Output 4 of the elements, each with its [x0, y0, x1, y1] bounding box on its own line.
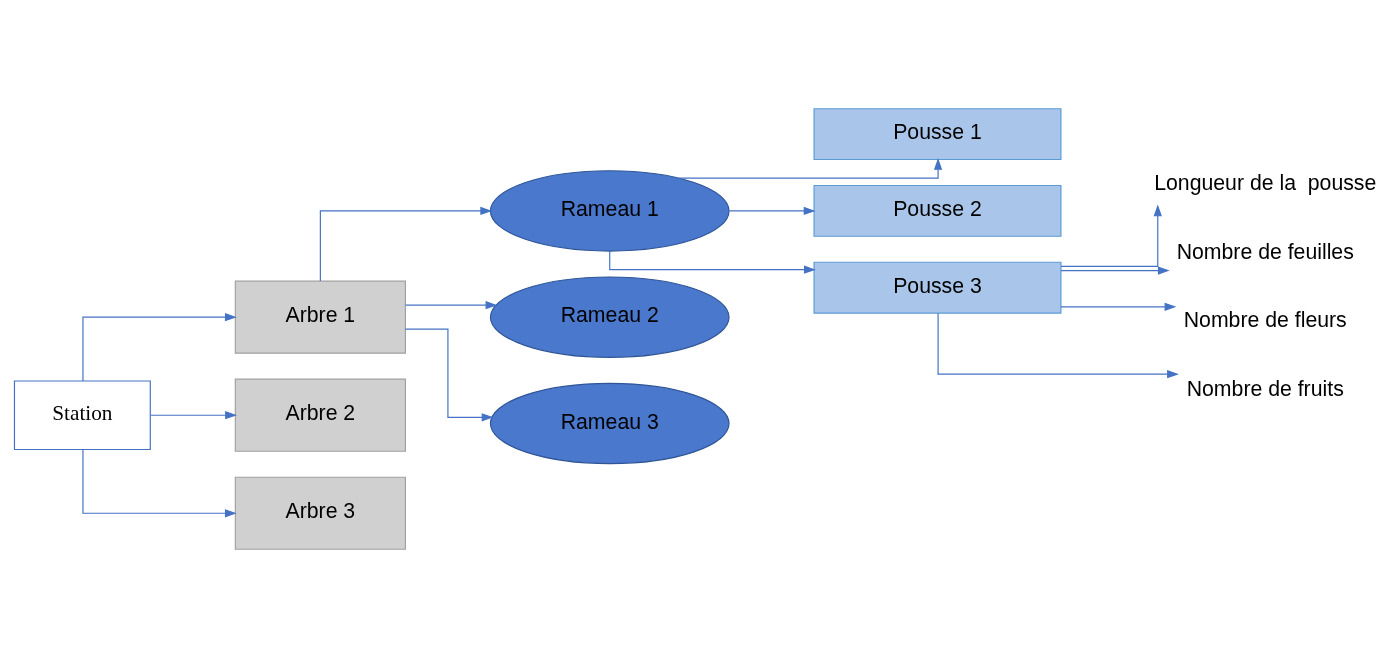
node-text: Nombre de fruits [1186, 376, 1344, 401]
node-text: Nombre de feuilles [1176, 239, 1354, 264]
node-text: Nombre de fleurs [1183, 308, 1347, 333]
node-text: Longueur de la pousse [1153, 171, 1376, 196]
